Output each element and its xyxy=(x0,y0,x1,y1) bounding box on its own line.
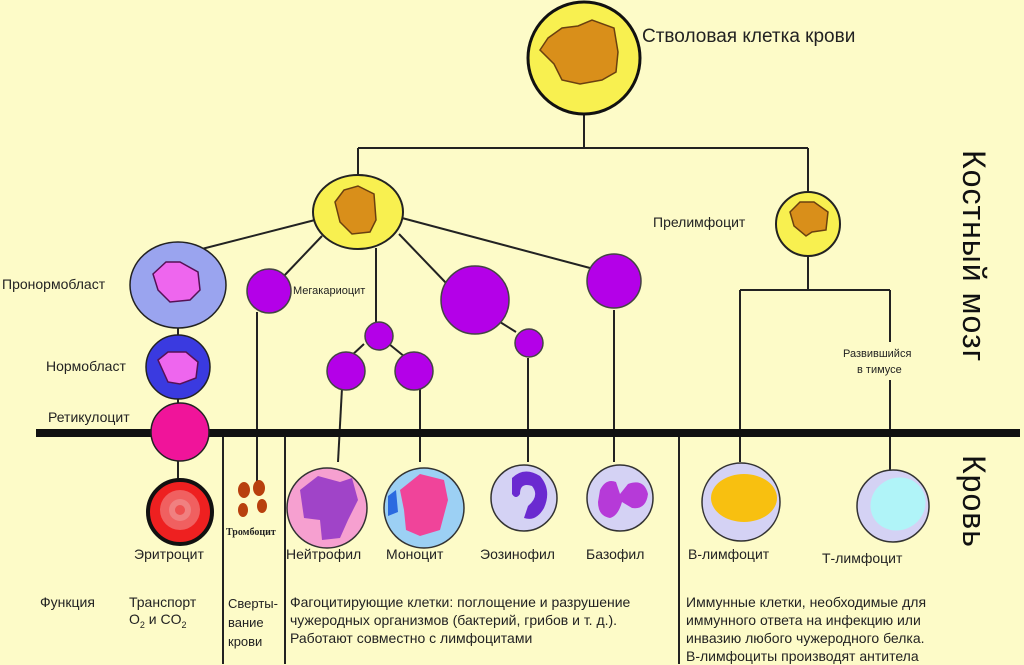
function-line: вание xyxy=(228,615,264,630)
co2-text: и CO xyxy=(144,611,182,627)
function-line: Работают совместно с лимфоцитами xyxy=(290,630,533,646)
pronormoblast-label: Пронормобласт xyxy=(2,276,106,292)
thymus-note-line2: в тимусе xyxy=(857,364,902,376)
normoblast xyxy=(145,334,211,400)
monocyte xyxy=(383,467,465,549)
chain-line xyxy=(337,387,343,463)
stem-cell-label: Стволовая клетка крови xyxy=(642,26,856,47)
nucleus xyxy=(152,261,201,303)
nucleus xyxy=(789,201,829,237)
function-line: крови xyxy=(228,634,263,649)
function-line: чужеродных организмов (бактерий, грибов … xyxy=(290,612,618,628)
basophil-precursor xyxy=(586,253,642,309)
nucleus xyxy=(539,19,619,85)
nucleus xyxy=(334,185,377,235)
erythrocyte-label: Эритроцит xyxy=(134,546,204,562)
function-line: Иммунные клетки, необходимые для xyxy=(686,594,927,610)
eosinophil-label: Эозинофил xyxy=(480,546,555,562)
to-pronormoblast xyxy=(189,219,316,253)
stem-cell xyxy=(526,0,642,116)
erythrocyte-function: Транспорт O2 и CO2 xyxy=(129,594,196,634)
monocyte-precursor xyxy=(394,351,434,391)
function-line: Сверты- xyxy=(228,596,278,611)
b-lymphocyte xyxy=(701,462,781,542)
eosinophil-precursor xyxy=(514,328,544,358)
blood-region-label: Кровь xyxy=(956,455,992,548)
thrombocyte-label: Тромбоцит xyxy=(226,527,276,538)
to-basophil-precursor xyxy=(401,217,591,269)
to-megakaryocyte xyxy=(281,235,323,279)
t-lymphocyte-label: Т-лимфоцит xyxy=(822,550,903,566)
neutrophil xyxy=(286,467,368,549)
nucleus xyxy=(157,351,199,385)
phagocyte-function: Фагоцитирующие клетки: поглощение и разр… xyxy=(290,593,630,647)
o2-text: O xyxy=(129,611,140,627)
chain-line xyxy=(388,343,406,358)
myeloblast xyxy=(440,265,510,335)
function-line: Транспорт xyxy=(129,594,197,610)
basophil xyxy=(586,464,654,532)
monoblast xyxy=(364,321,394,351)
subscript: 2 xyxy=(181,619,187,630)
chain-line xyxy=(499,321,517,333)
basophil-label: Базофил xyxy=(586,546,645,562)
immune-function: Иммунные клетки, необходимые для иммунно… xyxy=(686,593,926,665)
function-line: В-лимфоциты производят антитела xyxy=(686,648,919,664)
thrombocytes xyxy=(238,480,267,517)
connector-lines xyxy=(177,108,891,664)
function-line: инвазию любого чужеродного белка. xyxy=(686,630,925,646)
eosinophil xyxy=(490,464,558,532)
reticulocyte-label: Ретикулоцит xyxy=(48,409,130,425)
reticulocyte xyxy=(150,402,210,462)
function-header: Функция xyxy=(40,594,95,610)
b-lymphocyte-label: В-лимфоцит xyxy=(688,546,770,562)
monocyte-label: Моноцит xyxy=(386,546,444,562)
prelymphocyte xyxy=(775,191,841,257)
thymus-note-line1: Развившийся xyxy=(843,348,912,360)
megakaryocyte xyxy=(246,268,292,314)
normoblast-label: Нормобласт xyxy=(46,358,126,374)
neutrophil-label: Нейтрофил xyxy=(286,546,362,562)
function-line: иммунного ответа на инфекцию или xyxy=(686,612,921,628)
t-lymphocyte xyxy=(856,469,930,543)
marrow-blood-boundary xyxy=(36,429,1020,437)
erythrocyte xyxy=(146,478,214,546)
to-myeloblast xyxy=(398,233,448,285)
clotting-function: Сверты- вание крови xyxy=(228,594,278,651)
subscript: 2 xyxy=(139,619,145,630)
function-line: O2 и CO2 xyxy=(129,611,196,634)
megakaryocyte-label: Мегакариоцит xyxy=(293,285,366,297)
prelymphocyte-label: Прелимфоцит xyxy=(653,214,746,230)
bone-marrow-region-label: Костный мозг xyxy=(956,150,992,363)
neutrophil-precursor xyxy=(326,351,366,391)
function-line: Фагоцитирующие клетки: поглощение и разр… xyxy=(290,594,631,610)
pronormoblast xyxy=(129,241,227,329)
myeloid-progenitor xyxy=(312,174,404,250)
